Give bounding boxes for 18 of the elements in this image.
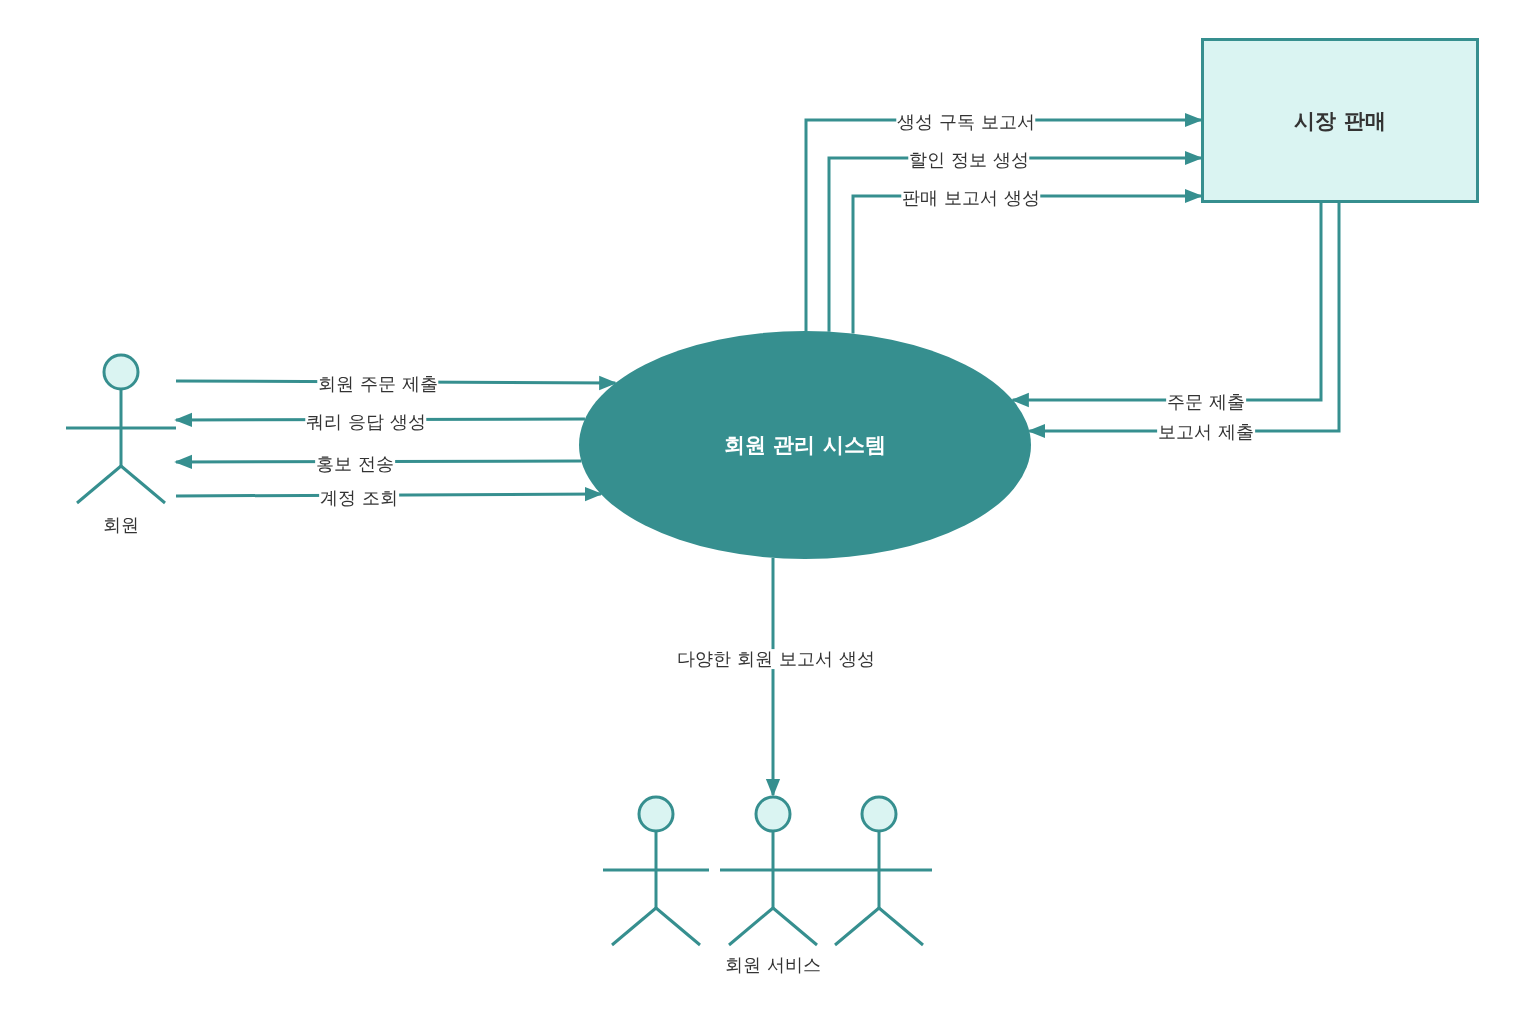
arrow bbox=[765, 557, 781, 797]
edge-label: 판매 보고서 생성 bbox=[901, 188, 1041, 208]
person-figure bbox=[603, 795, 709, 947]
entity-box bbox=[1201, 38, 1479, 203]
edge-label: 쿼리 응답 생성 bbox=[305, 412, 427, 432]
edge-label: 할인 정보 생성 bbox=[908, 150, 1030, 170]
person-figure bbox=[826, 795, 932, 947]
edge-label: 생성 구독 보고서 bbox=[896, 112, 1036, 132]
edge-label: 홍보 전송 bbox=[315, 454, 395, 474]
entity-title: 시장 판매 bbox=[1294, 107, 1386, 135]
actor-label: 회원 서비스 bbox=[725, 953, 821, 977]
edge-label: 다양한 회원 보고서 생성 bbox=[676, 649, 876, 669]
system-title: 회원 관리 시스템 bbox=[724, 432, 886, 459]
edge-label: 보고서 제출 bbox=[1157, 422, 1255, 442]
edge-label: 회원 주문 제출 bbox=[317, 374, 439, 394]
actor-label: 회원 bbox=[103, 513, 139, 537]
edge-label: 계정 조회 bbox=[319, 488, 399, 508]
edge-label: 주문 제출 bbox=[1166, 392, 1246, 412]
